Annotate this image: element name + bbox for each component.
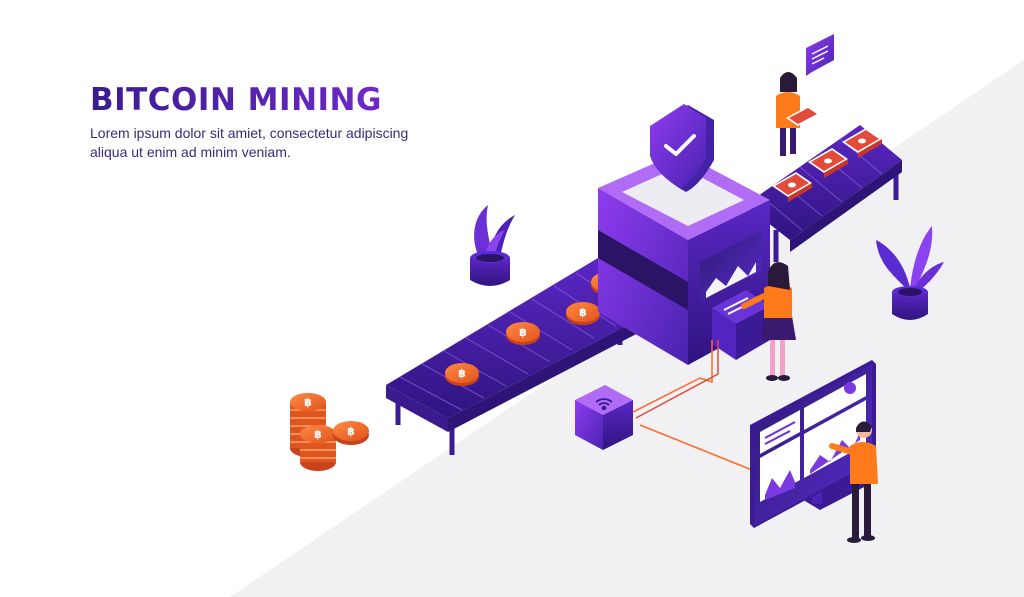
svg-text:฿: ฿	[579, 306, 587, 319]
speech-bubble-icon	[806, 34, 834, 76]
mining-machine	[598, 152, 770, 365]
cash-bundle	[772, 172, 812, 202]
cash-bundle	[808, 148, 848, 178]
svg-text:฿: ฿	[304, 396, 312, 409]
plant-icon	[876, 226, 944, 320]
hero-text: BITCOIN MINING Lorem ipsum dolor sit ami…	[90, 82, 450, 162]
person-operator	[741, 262, 796, 381]
subtitle-line-2: aliqua ut enim ad minim veniam.	[90, 144, 291, 160]
person-analyst	[829, 421, 878, 543]
bitcoin-coin-icon: ฿	[566, 302, 600, 325]
svg-text:฿: ฿	[519, 326, 527, 339]
bitcoin-coin-icon: ฿	[445, 363, 479, 386]
wifi-router	[575, 385, 633, 450]
subtitle-line-1: Lorem ipsum dolor sit amiet, consectetur…	[90, 125, 409, 141]
wifi-icon	[595, 398, 613, 411]
svg-text:฿: ฿	[314, 428, 322, 441]
plant-icon	[470, 205, 515, 286]
cash-bundle	[842, 128, 882, 158]
monitor	[750, 360, 876, 528]
page-title: BITCOIN MINING	[90, 82, 450, 118]
person-worker	[776, 72, 820, 156]
svg-text:฿: ฿	[347, 425, 355, 438]
page-subtitle: Lorem ipsum dolor sit amiet, consectetur…	[90, 124, 450, 162]
bitcoin-coin-icon: ฿	[506, 322, 540, 345]
coin-stack: ฿	[300, 425, 336, 471]
svg-text:฿: ฿	[458, 367, 466, 380]
shield-check-icon	[650, 104, 714, 192]
cables	[632, 340, 753, 471]
bitcoin-coin-icon: ฿	[333, 421, 369, 445]
